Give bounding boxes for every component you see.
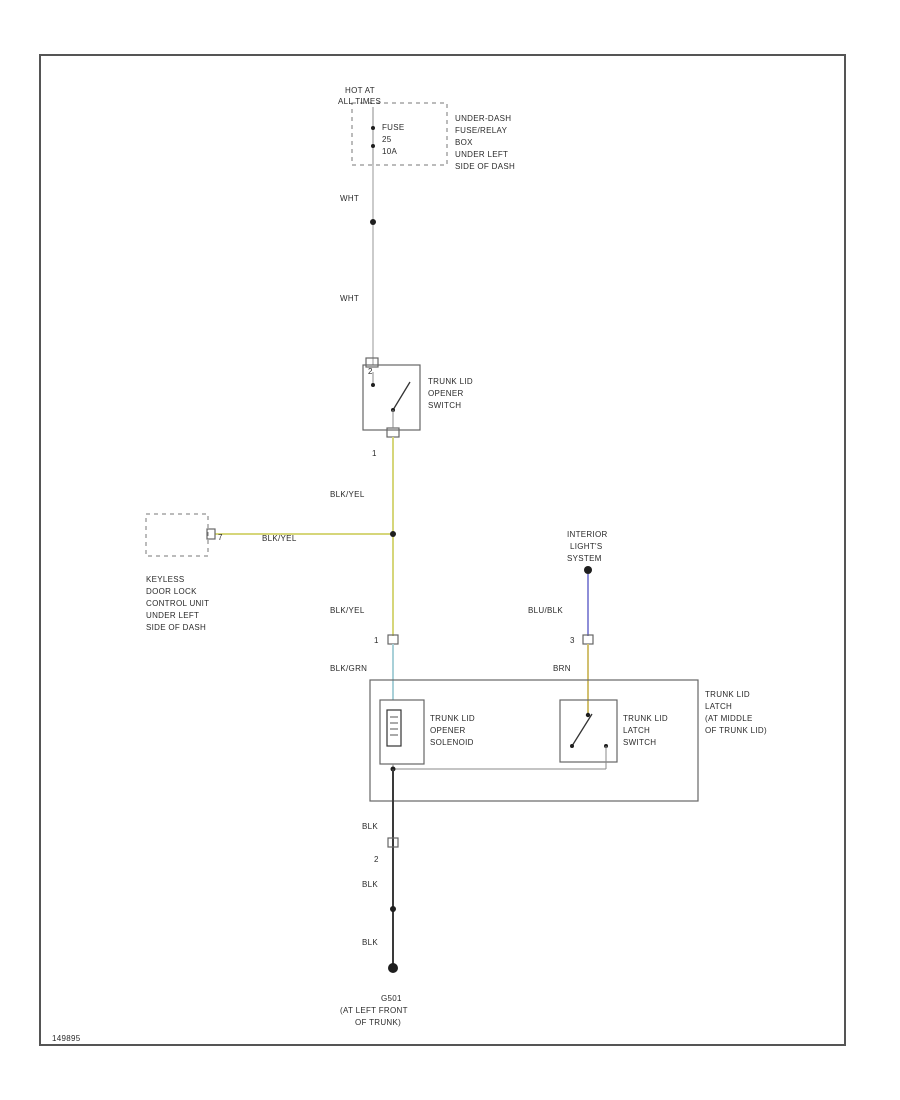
hot-at-label: HOT AT bbox=[345, 86, 375, 95]
opener-pin-2: 2 bbox=[368, 367, 373, 376]
wire-blk-label-3: BLK bbox=[362, 938, 378, 947]
ground-label: G501 bbox=[381, 994, 402, 1003]
trunk-lid-opener-solenoid: TRUNK LID OPENER SOLENOID bbox=[379, 699, 475, 765]
latch-switch-label: TRUNK LID bbox=[623, 714, 668, 723]
fuse-box-label-3: BOX bbox=[455, 138, 473, 147]
wire-wht-label: WHT bbox=[340, 194, 359, 203]
wire-blk-yel: BLK/YEL BLK/YEL BLK/YEL bbox=[215, 437, 396, 636]
ground-icon bbox=[388, 963, 398, 973]
keyless-label-5: SIDE OF DASH bbox=[146, 623, 206, 632]
ground-label-2: (AT LEFT FRONT bbox=[340, 1006, 408, 1015]
interior-label-3: SYSTEM bbox=[567, 554, 602, 563]
wire-blk-yel-label-2: BLK/YEL bbox=[262, 534, 297, 543]
fuse-box-label-2: FUSE/RELAY bbox=[455, 126, 508, 135]
latch-pin-3: 3 bbox=[570, 636, 575, 645]
opener-switch-label-3: SWITCH bbox=[428, 401, 461, 410]
wire-blk: BLK 2 BLK BLK bbox=[362, 769, 399, 964]
keyless-label: KEYLESS bbox=[146, 575, 185, 584]
fuse-box-label: UNDER-DASH bbox=[455, 114, 511, 123]
latch-internal-ground bbox=[390, 764, 606, 772]
hot-at-label-2: ALL TIMES bbox=[338, 97, 381, 106]
latch-assembly-label-4: OF TRUNK LID) bbox=[705, 726, 767, 735]
fuse-25: FUSE 25 10A bbox=[371, 107, 405, 165]
wire-blu-blk-label: BLU/BLK bbox=[528, 606, 563, 615]
latch-switch-label-3: SWITCH bbox=[623, 738, 656, 747]
keyless-label-4: UNDER LEFT bbox=[146, 611, 199, 620]
fuse-box: HOT AT ALL TIMES UNDER-DASH FUSE/RELAY B… bbox=[338, 86, 515, 171]
wire-blk-grn-label: BLK/GRN bbox=[330, 664, 367, 673]
ground-pin-2: 2 bbox=[374, 855, 379, 864]
trunk-lid-latch-switch: TRUNK LID LATCH SWITCH bbox=[559, 699, 668, 769]
latch-pin-1: 1 bbox=[374, 636, 379, 645]
fuse-label: FUSE bbox=[382, 123, 405, 132]
fuse-box-label-5: SIDE OF DASH bbox=[455, 162, 515, 171]
figure-id: 149895 bbox=[52, 1034, 81, 1043]
opener-switch-label-2: OPENER bbox=[428, 389, 464, 398]
keyless-pin-7: 7 bbox=[218, 533, 223, 542]
latch-switch-label-2: LATCH bbox=[623, 726, 650, 735]
fuse-rating: 10A bbox=[382, 147, 397, 156]
solenoid-label-3: SOLENOID bbox=[430, 738, 474, 747]
solenoid-label: TRUNK LID bbox=[430, 714, 475, 723]
fuse-number: 25 bbox=[382, 135, 392, 144]
interior-label: INTERIOR bbox=[567, 530, 608, 539]
wire-blk-grn: BLK/GRN bbox=[330, 644, 394, 700]
interior-lights-system: INTERIOR LIGHT'S SYSTEM bbox=[567, 530, 608, 574]
latch-connectors: 1 3 bbox=[374, 634, 594, 645]
wire-brn-label: BRN bbox=[553, 664, 571, 673]
opener-switch-label: TRUNK LID bbox=[428, 377, 473, 386]
interior-label-2: LIGHT'S bbox=[570, 542, 603, 551]
latch-assembly-label-3: (AT MIDDLE bbox=[705, 714, 753, 723]
wire-blk-yel-label-3: BLK/YEL bbox=[330, 606, 365, 615]
wire-wht-label-2: WHT bbox=[340, 294, 359, 303]
opener-pin-1: 1 bbox=[372, 449, 377, 458]
latch-assembly-label: TRUNK LID bbox=[705, 690, 750, 699]
keyless-door-lock-control-unit: 7 KEYLESS DOOR LOCK CONTROL UNIT UNDER L… bbox=[145, 513, 223, 632]
ground-g501: G501 (AT LEFT FRONT OF TRUNK) bbox=[340, 963, 408, 1027]
wire-blk-label: BLK bbox=[362, 822, 378, 831]
trunk-lid-latch-assembly: TRUNK LID LATCH (AT MIDDLE OF TRUNK LID) bbox=[369, 679, 767, 802]
wire-blk-yel-label: BLK/YEL bbox=[330, 490, 365, 499]
solenoid-label-2: OPENER bbox=[430, 726, 466, 735]
ground-label-3: OF TRUNK) bbox=[355, 1018, 401, 1027]
keyless-label-2: DOOR LOCK bbox=[146, 587, 197, 596]
wire-blk-label-2: BLK bbox=[362, 880, 378, 889]
trunk-lid-opener-switch: 2 TRUNK LID OPENER SWITCH 1 bbox=[362, 357, 473, 458]
wire-blu-blk: BLU/BLK bbox=[528, 574, 589, 636]
wire-wht: WHT WHT bbox=[340, 165, 376, 365]
fuse-box-label-4: UNDER LEFT bbox=[455, 150, 508, 159]
keyless-label-3: CONTROL UNIT bbox=[146, 599, 209, 608]
diagram-frame bbox=[39, 54, 846, 1046]
latch-assembly-label-2: LATCH bbox=[705, 702, 732, 711]
